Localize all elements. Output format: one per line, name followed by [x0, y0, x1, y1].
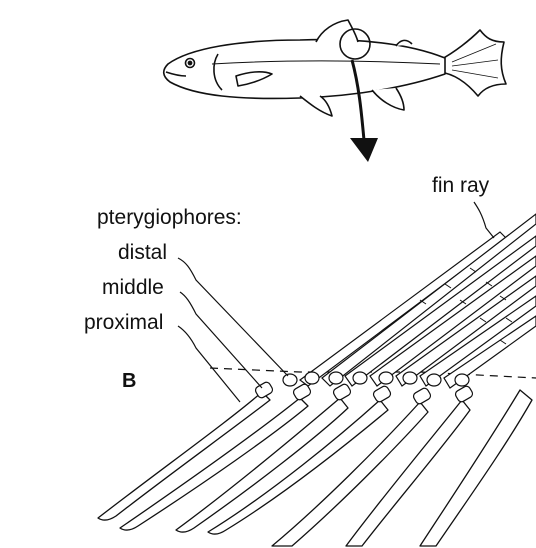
zoom-arrow: [350, 59, 366, 141]
distal-7: [426, 373, 442, 387]
fin-ray-7: [443, 315, 536, 389]
middle-2: [292, 383, 312, 401]
middle-3: [332, 383, 352, 401]
middle-4: [372, 385, 392, 403]
distal-pterygiophores: [282, 371, 470, 387]
distal-3: [328, 371, 344, 385]
zoom-arrowhead: [350, 138, 378, 162]
magnify-circle: [339, 28, 371, 60]
leader-lines: [177, 201, 495, 403]
fin-ray-2: [321, 213, 536, 387]
fish-drawing: [162, 19, 507, 117]
middle-5: [412, 387, 432, 405]
proximal-6: [345, 399, 471, 547]
distal-1: [282, 373, 298, 387]
label-proximal: proximal: [84, 311, 164, 334]
proximal-7: [419, 389, 533, 547]
proximal-2: [119, 397, 309, 531]
fin-ray-3: [344, 235, 536, 387]
distal-4: [352, 371, 368, 385]
pterygiophores-heading: pterygiophores:: [97, 206, 242, 229]
label-distal: distal: [118, 241, 168, 264]
proximal-5: [271, 401, 429, 547]
middle-6: [454, 385, 474, 403]
fish-dorsal-fin: [315, 19, 359, 43]
fin-rays: [298, 213, 536, 389]
label-fin-ray: fin ray: [432, 174, 490, 197]
fish-pelvic-fin: [299, 95, 333, 117]
distal-8: [454, 373, 470, 387]
proximal-pterygiophores: [97, 389, 533, 547]
fish-pectoral-fin: [235, 71, 273, 87]
fin-ray-4: [369, 255, 536, 387]
body-outline-dashed: [209, 367, 536, 379]
middle-pterygiophores: [254, 381, 474, 405]
fish-lateral-line: [211, 60, 441, 65]
leader-fin-ray: [473, 201, 495, 239]
fin-ray-5: [395, 275, 536, 387]
fish-body: [162, 38, 446, 100]
label-middle: middle: [102, 276, 164, 299]
distal-6: [402, 371, 418, 385]
distal-2: [304, 371, 320, 385]
fish-anal-fin: [371, 87, 405, 111]
distal-5: [378, 371, 394, 385]
panel-letter: B: [122, 370, 137, 392]
proximal-1: [97, 391, 271, 521]
fish-gill: [213, 53, 223, 91]
leader-distal: [177, 257, 289, 377]
fish-adipose-fin: [395, 39, 413, 47]
fish-mouth: [165, 71, 187, 77]
proximal-3: [175, 397, 349, 533]
proximal-4: [207, 399, 389, 535]
leader-proximal: [177, 325, 241, 403]
leader-middle: [179, 291, 263, 389]
